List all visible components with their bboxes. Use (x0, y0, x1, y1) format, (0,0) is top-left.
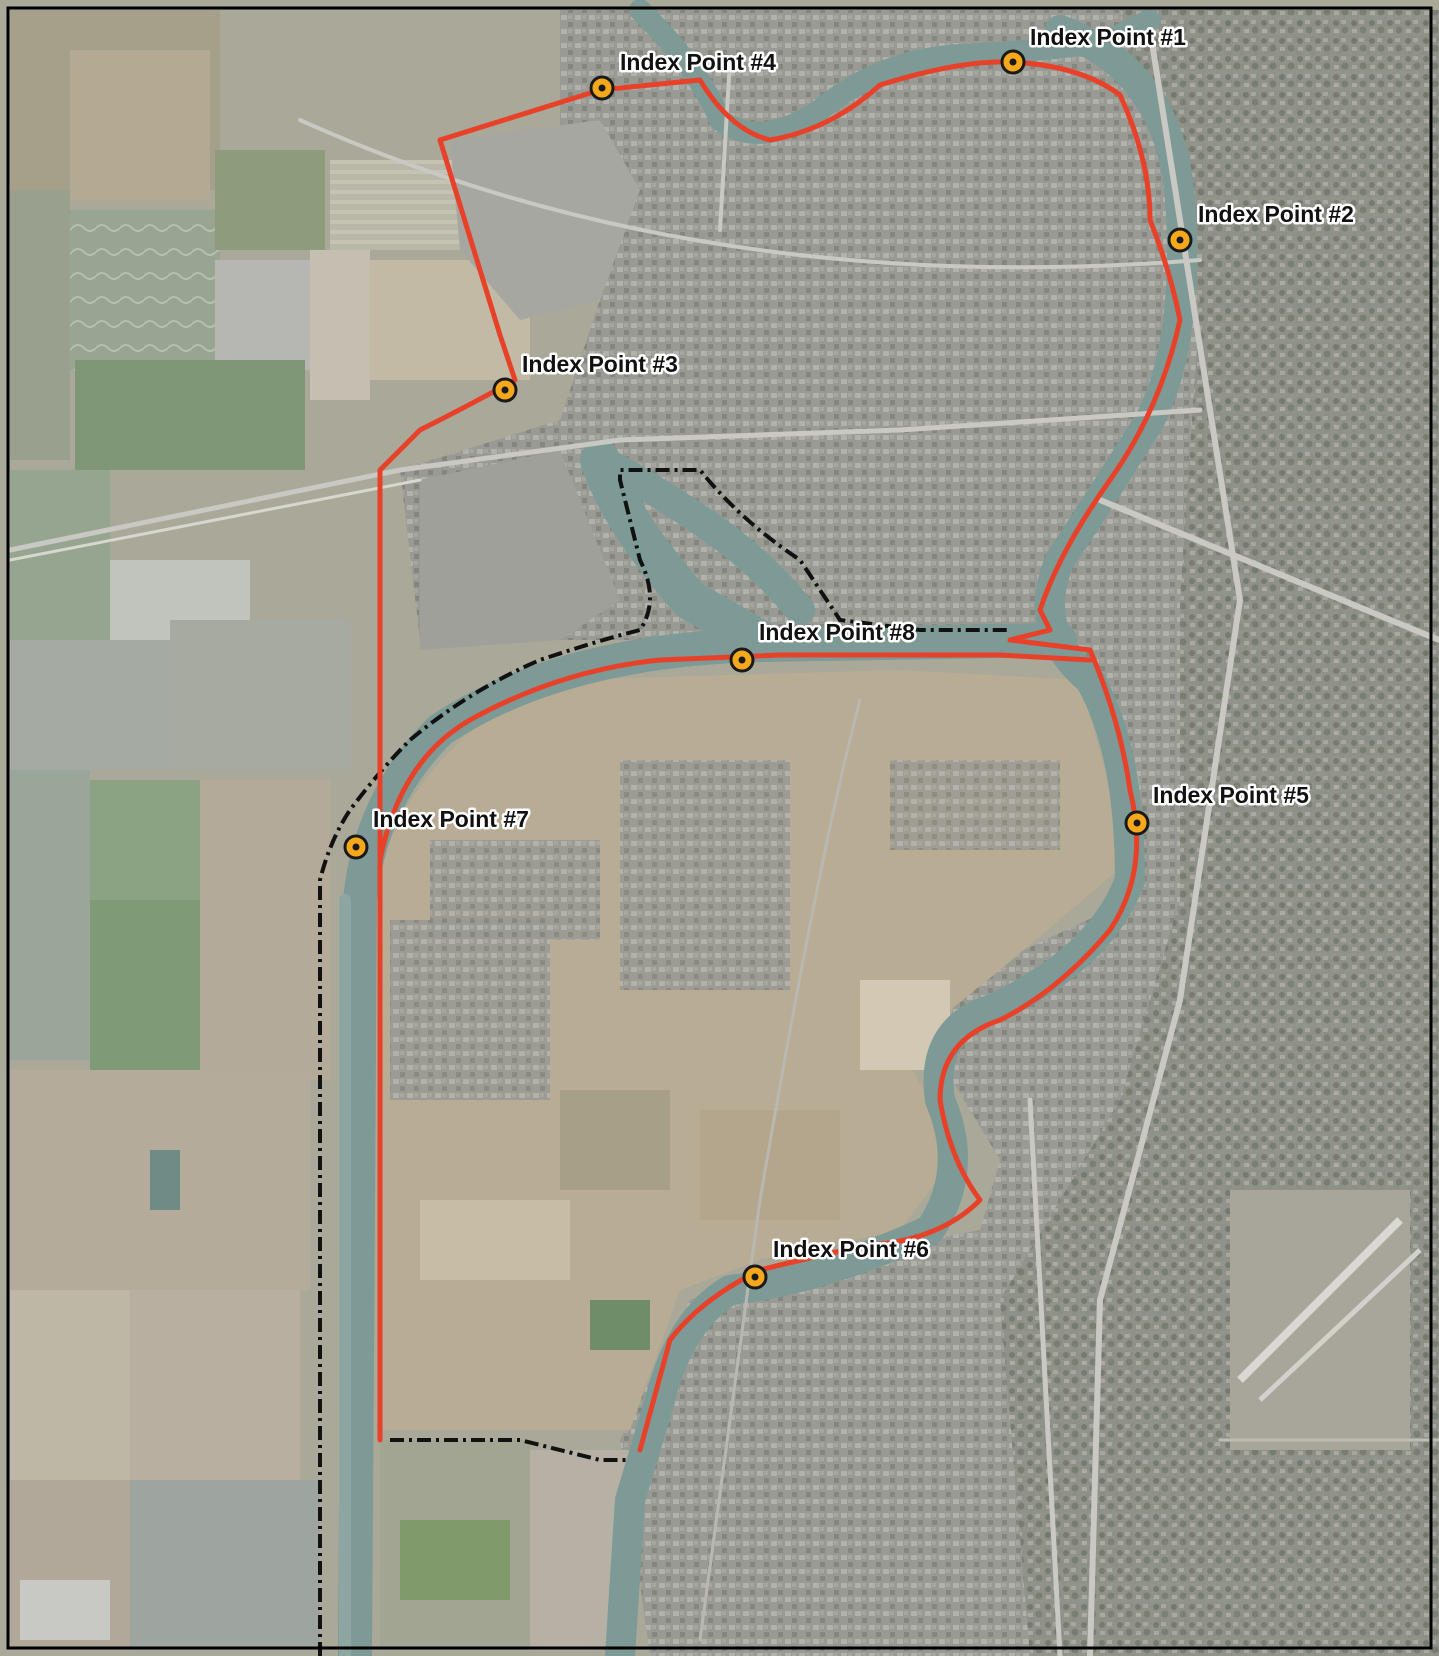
interior-farmland (375, 670, 1130, 1650)
index-point-6-marker[interactable] (742, 1264, 768, 1290)
study-area-boundary (318, 468, 1010, 1656)
index-point-5-label: Index Point #5 (1153, 782, 1309, 808)
urban-areas (400, 10, 1439, 1656)
index-point-2-marker[interactable] (1167, 227, 1193, 253)
index-point-1-marker[interactable] (1000, 49, 1026, 75)
index-point-3-marker[interactable] (492, 377, 518, 403)
index-point-8-marker[interactable] (729, 647, 755, 673)
index-point-7-marker[interactable] (343, 834, 369, 860)
index-point-labels: Index Point #1 Index Point #2 Index Poin… (371, 22, 1357, 1265)
index-point-1-label: Index Point #1 (1030, 24, 1186, 50)
index-point-2-label: Index Point #2 (1198, 201, 1354, 227)
index-point-markers (343, 49, 1193, 1290)
index-point-8-label: Index Point #8 (759, 619, 915, 645)
map-neatline (6, 6, 1433, 1650)
index-point-7-label: Index Point #7 (373, 806, 529, 832)
levee-alignment (377, 59, 1183, 1453)
index-point-5-marker[interactable] (1124, 810, 1150, 836)
index-point-3-label: Index Point #3 (522, 351, 678, 377)
rivers (338, 0, 1197, 1656)
index-point-4-marker[interactable] (589, 75, 615, 101)
roads (7, 27, 1439, 1656)
index-point-6-label: Index Point #6 (773, 1236, 929, 1262)
index-point-4-label: Index Point #4 (620, 49, 776, 75)
